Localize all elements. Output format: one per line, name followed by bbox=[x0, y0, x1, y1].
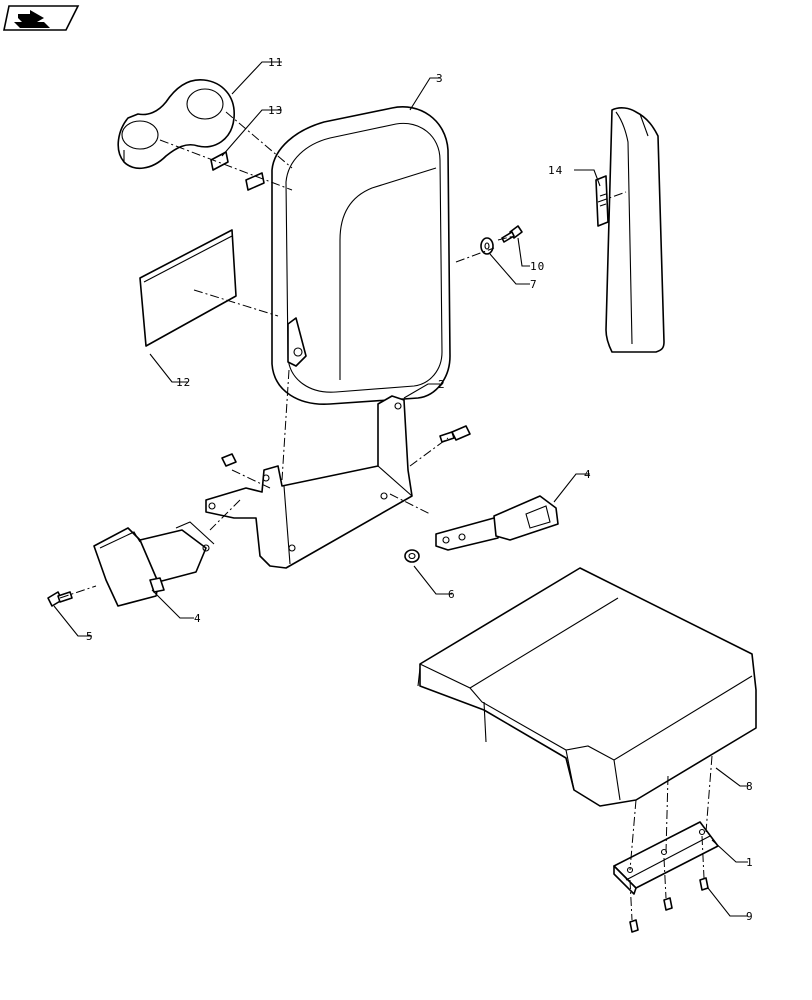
callout-leaders bbox=[53, 61, 748, 917]
return-button[interactable] bbox=[3, 5, 80, 31]
belt-buckle-part bbox=[435, 495, 559, 551]
callout-11: 11 bbox=[268, 56, 283, 69]
callout-4-retractor: 4 bbox=[194, 612, 202, 625]
callout-4-buckle: 4 bbox=[584, 468, 592, 481]
assembly-centerlines bbox=[59, 111, 713, 921]
pad-part bbox=[210, 151, 265, 191]
callout-7: 7 bbox=[530, 278, 538, 291]
callout-10: 10 bbox=[530, 260, 545, 273]
cup-holder-part bbox=[117, 79, 235, 169]
flange-nut-part bbox=[404, 549, 420, 563]
callout-8: 8 bbox=[746, 780, 754, 793]
bracket-part bbox=[205, 395, 413, 569]
seat-cushion-part bbox=[417, 567, 757, 807]
belt-retractor-part bbox=[93, 521, 215, 607]
screw-part bbox=[47, 591, 73, 607]
bracket-bolt-part bbox=[439, 425, 471, 443]
callout-2: 2 bbox=[438, 378, 446, 391]
nut-part bbox=[221, 453, 237, 467]
side-trim-part bbox=[595, 107, 665, 353]
plate-part bbox=[139, 229, 237, 347]
callout-6: 6 bbox=[448, 588, 456, 601]
callout-13: 13 bbox=[268, 104, 283, 117]
backrest-part bbox=[271, 106, 451, 405]
callout-14: 14 bbox=[548, 164, 563, 177]
washer-part bbox=[480, 237, 494, 255]
callout-5: 5 bbox=[86, 630, 94, 643]
bolt-part bbox=[501, 225, 523, 243]
callout-labels: 11 13 3 14 10 7 12 2 4 4 5 6 8 1 9 bbox=[86, 56, 754, 923]
callout-12: 12 bbox=[176, 376, 191, 389]
callout-9: 9 bbox=[746, 910, 754, 923]
callout-3: 3 bbox=[436, 72, 444, 85]
callout-1: 1 bbox=[746, 856, 754, 869]
return-arrow-icon bbox=[14, 10, 50, 28]
hinge-screw-part bbox=[629, 877, 709, 933]
